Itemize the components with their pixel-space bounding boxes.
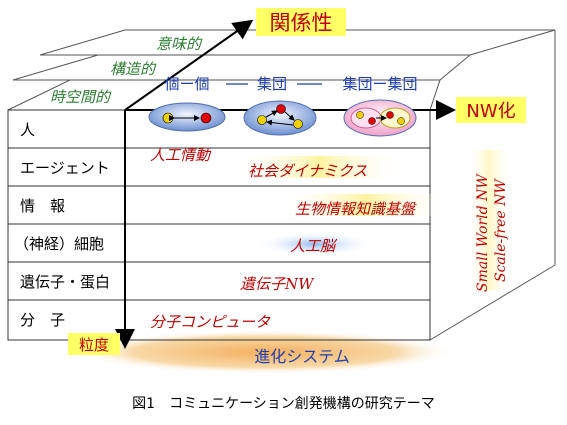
layer-structural: 構造的 xyxy=(110,60,157,78)
row-label-human: 人 xyxy=(20,121,35,139)
relation-axis xyxy=(124,19,254,111)
grid-table xyxy=(7,109,431,341)
node-yellow xyxy=(162,112,174,124)
label-small-world: Small World NW xyxy=(475,173,491,292)
row-label-gene-protein: 遺伝子・蛋白 xyxy=(20,273,110,291)
node-red xyxy=(200,112,212,124)
topic-social-dynamics: 社会ダイナミクス xyxy=(248,162,367,180)
row-label-information: 情 報 xyxy=(20,197,65,215)
label-scale-free: Scale-free NW xyxy=(493,178,509,282)
figure-caption: 図1 コミュニケーション創発機構の研究テーマ xyxy=(132,396,435,412)
topic-bioinformatics: 生物情報知識基盤 xyxy=(295,200,417,218)
relation-label: 関係性 xyxy=(270,11,333,35)
stage-group-group: 集団ー集団 xyxy=(342,75,417,93)
layer-planes xyxy=(7,29,556,111)
row-label-molecule: 分 子 xyxy=(20,311,65,329)
layer-semantic: 意味的 xyxy=(156,35,203,53)
stage-group-graphic xyxy=(243,100,317,136)
row-label-neuron: （神経）細胞 xyxy=(14,235,104,253)
network-label-bg xyxy=(456,97,526,123)
stage-group: 集団 xyxy=(257,75,287,93)
base-glow xyxy=(75,330,455,374)
granularity-label: 粒度 xyxy=(79,336,109,354)
layer-spatiotemporal: 時空間的 xyxy=(50,88,112,106)
stage-individual: 個ー個 xyxy=(164,75,209,93)
granularity-label-bg xyxy=(68,333,120,355)
topic-molecular-computer: 分子コンピュータ xyxy=(150,313,271,331)
topic-artificial-emotion: 人工情動 xyxy=(150,146,212,164)
network-label: NW化 xyxy=(466,101,515,122)
stage-individual-graphic xyxy=(148,102,226,132)
row-label-agent: エージェント xyxy=(20,159,110,177)
relation-label-bg xyxy=(256,8,346,36)
stage-group-group-graphic xyxy=(343,99,417,137)
topic-gene-network: 遺伝子NW xyxy=(240,275,315,293)
topic-artificial-brain: 人工脳 xyxy=(290,237,338,255)
evolution-system-label: 進化システム xyxy=(254,347,350,366)
